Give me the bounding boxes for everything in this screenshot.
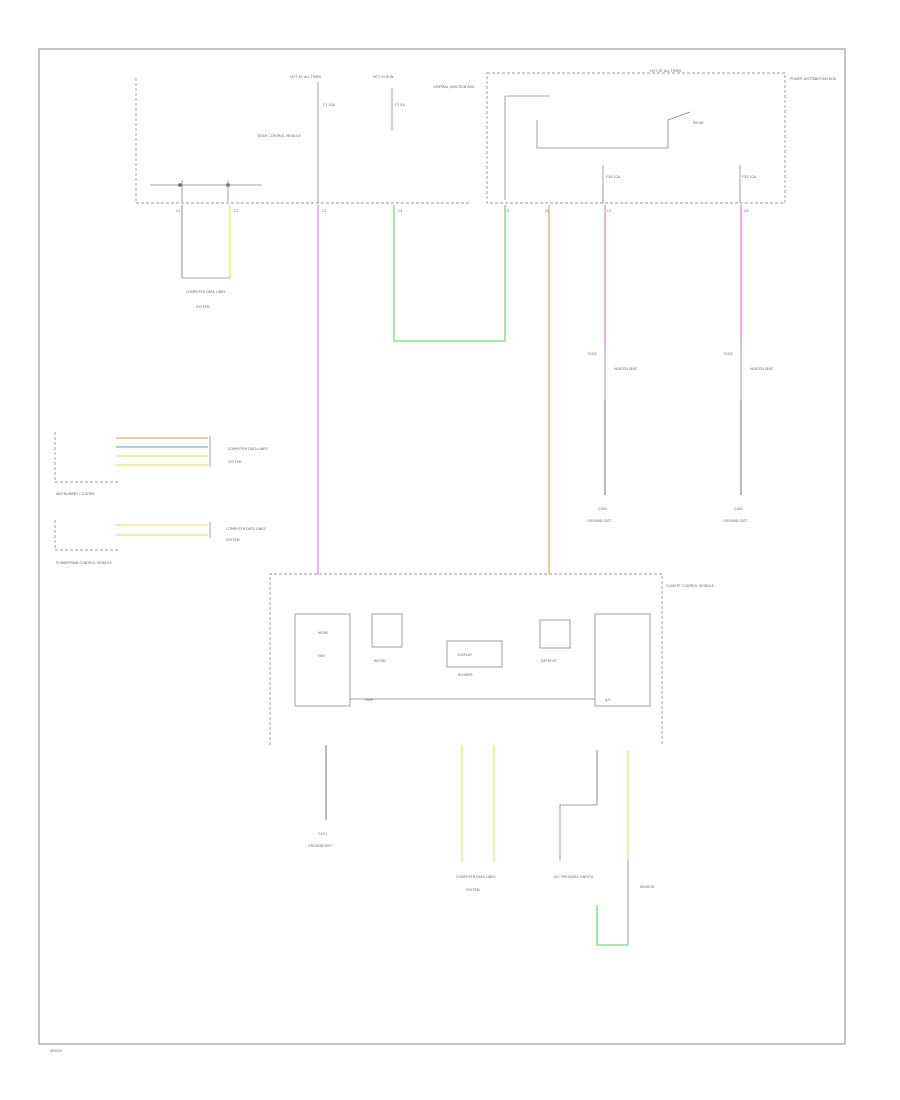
cd-lines-c-label: COMPUTER DATA LINES bbox=[226, 527, 266, 531]
comp-data-3-label: COMPUTER DATA LINES bbox=[456, 875, 496, 879]
right-purple-branch-2: FUSE HEATED SEAT G302 GROUND DIST bbox=[723, 205, 774, 523]
page-frame bbox=[38, 48, 846, 1045]
ground-3b-label: GROUND DIST bbox=[308, 844, 333, 848]
climate-ground: G201 GROUND DIST bbox=[308, 745, 333, 848]
pcm-block: POWERTRAIN CONTROL MODULE COMPUTER DATA … bbox=[54, 520, 266, 565]
climate-data-pair: COMPUTER DATA LINES SYSTEM bbox=[456, 745, 496, 892]
left-heated-label: HEATED SEAT bbox=[614, 367, 638, 371]
pin-e: C5 bbox=[505, 209, 510, 213]
cd-lines-b-label: SYSTEM bbox=[228, 460, 242, 464]
pin-f: C6 bbox=[545, 209, 550, 213]
pin-d: C4 bbox=[398, 209, 403, 213]
corner-tag: W0000 bbox=[50, 1049, 62, 1053]
pin-c: C3 bbox=[322, 209, 327, 213]
display-label: DISPLAY bbox=[458, 653, 473, 657]
ground-2-label: G302 bbox=[734, 507, 743, 511]
sensor-label: SENSOR bbox=[640, 885, 655, 889]
pin-g: C7 bbox=[607, 209, 612, 213]
ac-pressure-branch: A/C PRESSURE SWITCH SENSOR bbox=[554, 750, 655, 946]
instrument-cluster-block: INSTRUMENT CLUSTER COMPUTER DATA LINES S… bbox=[54, 432, 268, 496]
fan-label: FAN bbox=[318, 654, 325, 658]
ground-3-label: G201 bbox=[318, 832, 327, 836]
pin-a: C1 bbox=[176, 209, 181, 213]
green-wire-loop bbox=[393, 205, 506, 342]
right-fuse-comp-label: FUSE bbox=[724, 352, 733, 356]
fuse-2-label: F2 5A bbox=[395, 103, 405, 107]
ground-1-label: G301 bbox=[598, 507, 607, 511]
pin-h: C8 bbox=[744, 209, 749, 213]
left-fuse-comp-label: FUSE bbox=[588, 352, 597, 356]
power-dist-label: POWER DISTRIBUTION BOX bbox=[790, 77, 837, 81]
comp-data-3b-label: SYSTEM bbox=[466, 888, 480, 892]
comp-data-1-label: COMPUTER DATA LINES bbox=[186, 290, 226, 294]
hot-run-label: HOT IN RUN bbox=[373, 75, 394, 79]
fuse-1-label: F1 10A bbox=[323, 103, 335, 107]
ac-press-label: A/C PRESSURE SWITCH bbox=[554, 875, 594, 879]
mode-label: MODE bbox=[318, 631, 328, 635]
comp-data-1b-label: SYSTEM bbox=[196, 305, 210, 309]
climate-label: CLIMATE CONTROL MODULE bbox=[666, 584, 714, 588]
right-heated-label: HEATED SEAT bbox=[750, 367, 774, 371]
ground-2b-label: GROUND DIST bbox=[723, 519, 748, 523]
fuse-4-label: F35 10A bbox=[742, 175, 757, 179]
pin-b: C2 bbox=[234, 209, 239, 213]
relay-label: RELAY bbox=[693, 121, 705, 125]
temp-label: TEMP bbox=[363, 698, 373, 702]
cd-lines-a-label: COMPUTER DATA LINES bbox=[228, 447, 268, 451]
bcm-label: BODY CONTROL MODULE bbox=[258, 134, 301, 138]
pcm-label: POWERTRAIN CONTROL MODULE bbox=[56, 561, 112, 565]
hot-run-start-label: HOT AT ALL TIMES bbox=[290, 75, 321, 79]
body-control-module: BODY CONTROL MODULE HOT AT ALL TIMES HOT… bbox=[135, 75, 475, 204]
right-purple-branch-1: FUSE HEATED SEAT G301 GROUND DIST bbox=[587, 205, 638, 523]
defrost-label: DEFROST bbox=[541, 659, 558, 663]
inst-cluster-label: INSTRUMENT CLUSTER bbox=[56, 492, 95, 496]
blower-label: BLOWER bbox=[458, 673, 473, 677]
climate-control-module: CLIMATE CONTROL MODULE MODE FAN RECIRC D… bbox=[269, 573, 714, 745]
cd-lines-d-label: SYSTEM bbox=[226, 538, 240, 542]
recirc-label: RECIRC bbox=[374, 659, 387, 663]
power-distribution-box: RELAY HOT AT ALL TIMES POWER DISTRIBUTIO… bbox=[486, 69, 837, 204]
ac-label: A/C bbox=[605, 698, 611, 702]
fuse-3-label: F34 10A bbox=[606, 175, 621, 179]
ground-1b-label: GROUND DIST bbox=[587, 519, 612, 523]
hot-all-times-right-label: HOT AT ALL TIMES bbox=[650, 69, 681, 73]
left-data-pair: COMPUTER DATA LINES SYSTEM bbox=[181, 205, 231, 309]
central-junction-label: CENTRAL JUNCTION BOX bbox=[433, 85, 475, 89]
